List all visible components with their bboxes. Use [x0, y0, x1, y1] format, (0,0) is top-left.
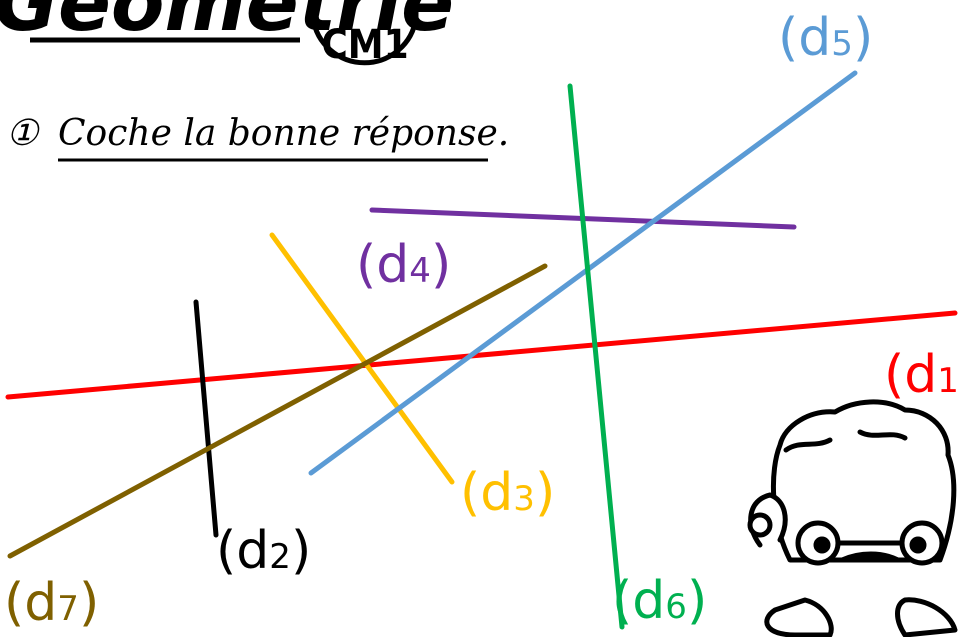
- instruction: ① Coche la bonne réponse.: [6, 113, 509, 162]
- label-d2: (d2): [216, 521, 311, 581]
- label-d1: (d1): [884, 345, 959, 405]
- level-badge: CM1: [310, 0, 419, 68]
- cartoon-thinking-character-icon: [747, 399, 958, 637]
- level-badge-circle: [310, 17, 419, 66]
- line-d3: [269, 232, 455, 485]
- instruction-number: ①: [6, 113, 40, 154]
- line-d2: [193, 299, 219, 538]
- label-d5: (d5): [778, 8, 873, 68]
- line-d6: [567, 83, 625, 630]
- line-d7: [7, 263, 548, 559]
- instruction-text: Coche la bonne réponse.: [58, 113, 509, 154]
- label-d6: (d6): [612, 571, 707, 631]
- line-d1: [5, 310, 958, 400]
- label-d4: (d4): [356, 235, 451, 295]
- label-d3: (d3): [460, 463, 555, 523]
- line-d5: [308, 70, 858, 476]
- level-badge-label: CM1: [321, 22, 408, 68]
- label-d7: (d7): [4, 573, 99, 633]
